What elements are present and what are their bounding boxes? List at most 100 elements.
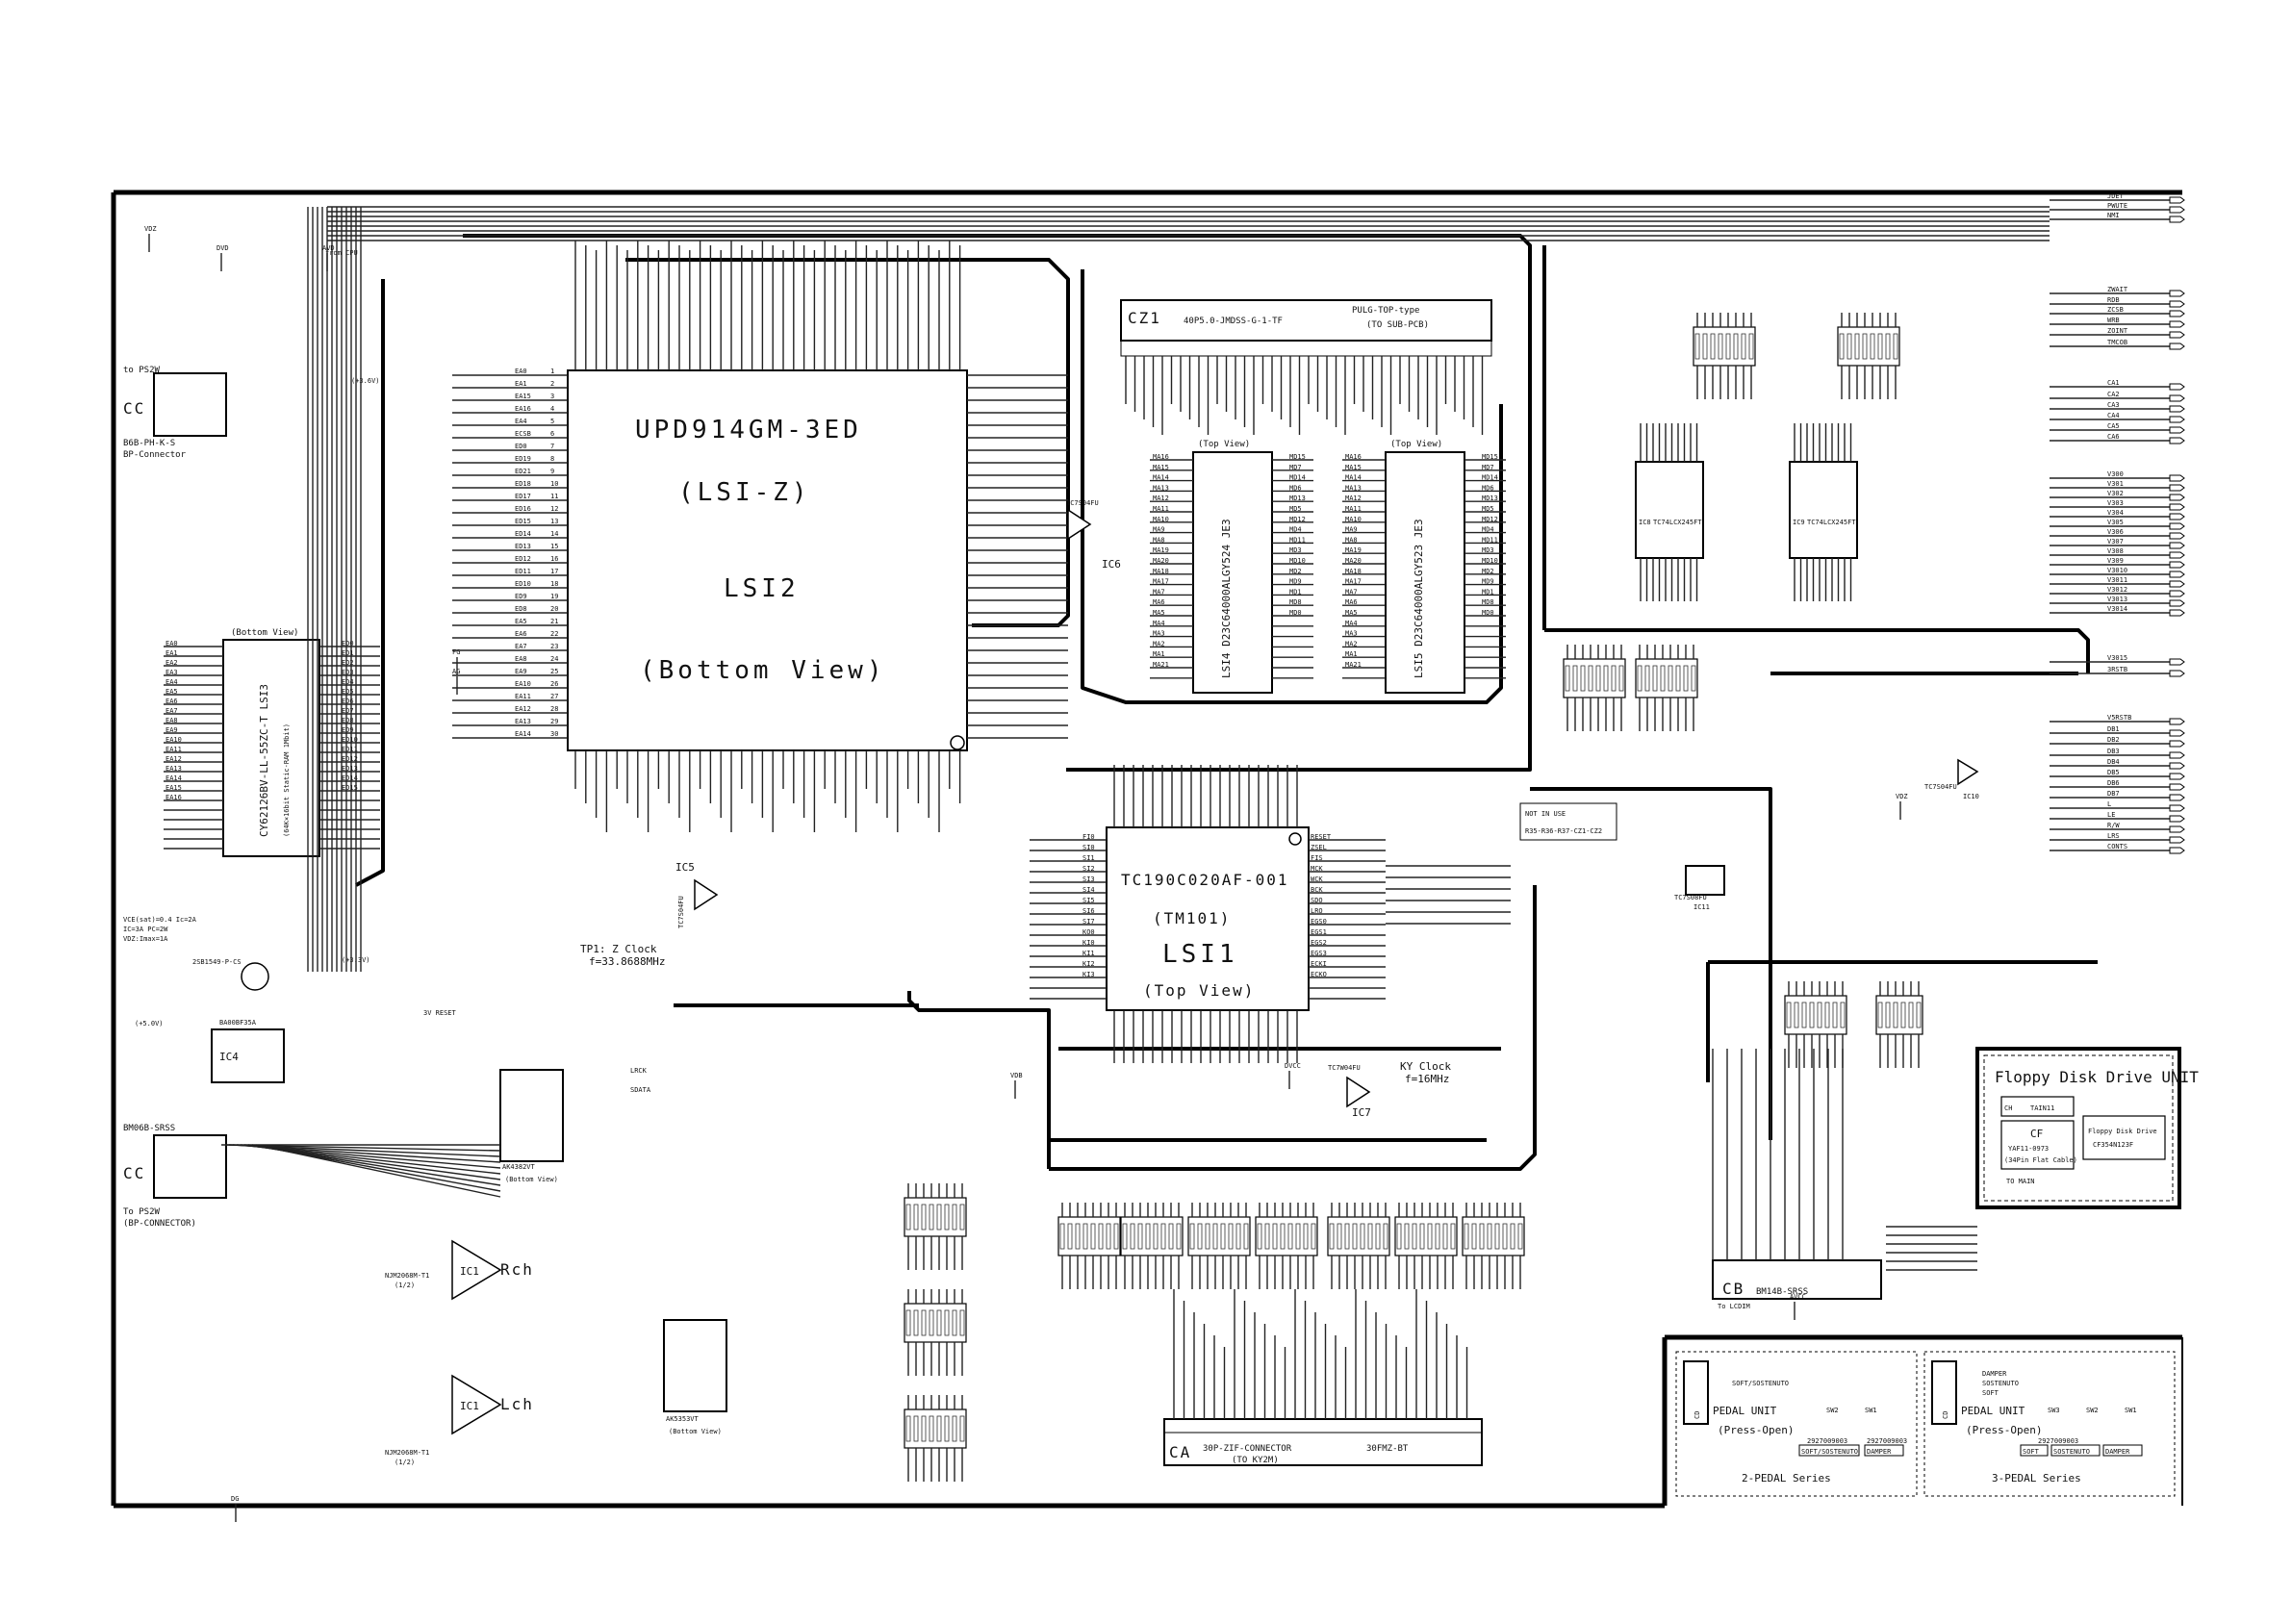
rom-address-signal: MA18 <box>1153 568 1169 575</box>
ic6-part: TC7S04FU <box>1066 499 1099 507</box>
signal-flag <box>2169 484 2185 492</box>
pedal2-softsost: SOFT/SOSTENUTO <box>1732 1380 1789 1387</box>
resistor-element <box>1464 1223 1469 1250</box>
ic5-inverter: IC5 TC7S04FU <box>675 861 719 928</box>
cz1-type: PULG-TOP-type <box>1352 306 1419 316</box>
power-label: VDZ <box>144 225 157 233</box>
resistor-element <box>1900 1002 1906 1028</box>
resistor-element <box>1067 1223 1073 1250</box>
signal-name: LE <box>2107 811 2115 819</box>
rom-data-signal: MD2 <box>1289 568 1302 575</box>
resistor-element <box>1280 1223 1286 1250</box>
lsi3-left-signal: EA2 <box>166 659 178 667</box>
lsi2-part: UPD914GM-3ED <box>635 416 862 444</box>
signal-flag <box>2169 729 2185 737</box>
ic11-name: IC11 <box>1694 903 1710 911</box>
lsi1-left-signal: FI0 <box>1082 833 1095 841</box>
lsi1-left-signal: SI0 <box>1082 844 1095 851</box>
resistor-element <box>1786 1002 1792 1028</box>
resistor-element <box>921 1415 927 1442</box>
lsi3-right-signal: ED11 <box>342 746 358 753</box>
ca-name: CA <box>1169 1443 1191 1461</box>
signal-name: V307 <box>2107 538 2124 546</box>
lsi2-pin-number: 1 <box>550 368 554 375</box>
audio-bus-wire <box>255 1144 501 1198</box>
resistor-array <box>1462 1216 1525 1256</box>
signal-name: V300 <box>2107 470 2124 478</box>
cb-connector: CB BM14B-SRSS To LCDIM <box>1712 1259 1882 1310</box>
lsi2-signal: EA6 <box>515 630 527 638</box>
lsi2-signal: EA11 <box>515 693 531 700</box>
signal-flag <box>2169 773 2185 780</box>
lsi3-left-signal: EA11 <box>166 746 182 753</box>
fdd-drive-part: CF354N123F <box>2093 1141 2133 1149</box>
pedal3-unit: PEDAL UNIT <box>1961 1405 2025 1417</box>
resistor-array <box>1635 658 1698 698</box>
rom-address-signal: MA19 <box>1345 546 1362 554</box>
lsi3-left-signal: EA12 <box>166 755 182 763</box>
resistor-element <box>1794 1002 1799 1028</box>
ca-dest: (TO KY2M) <box>1232 1456 1279 1465</box>
resistor-element <box>1197 1223 1203 1250</box>
lsi2-signal: EA10 <box>515 680 531 688</box>
signal-flag <box>2169 590 2185 597</box>
signal-flag <box>2169 394 2185 402</box>
ic10-part: TC7S04FU <box>1924 783 1957 791</box>
signal-name: V3015 <box>2107 654 2127 662</box>
lsi2-signal: EA1 <box>515 380 527 388</box>
lsi2-signal: ED18 <box>515 480 531 488</box>
ic12-view: (Bottom View) <box>505 1176 558 1183</box>
lsi2-signal: ED13 <box>515 543 531 550</box>
cc-top-note: BP-Connector <box>123 450 187 460</box>
resistor-element <box>929 1415 934 1442</box>
cc-top-part: B6B-PH-K-S <box>123 439 175 448</box>
ic1b-name: IC1 <box>460 1400 479 1412</box>
lsi2-pin-number: 8 <box>550 455 554 463</box>
resistor-element <box>1311 1223 1316 1250</box>
lsi2-pin-number: 23 <box>550 643 558 650</box>
lsi2-pin-number: 22 <box>550 630 558 638</box>
ic1b-part: NJM2068M-T1 <box>385 1449 429 1457</box>
lsi2-signal: EA5 <box>515 618 527 625</box>
resistor-element <box>1090 1223 1096 1250</box>
lsi2-pin-number: 26 <box>550 680 558 688</box>
signal-flag <box>2169 542 2185 549</box>
lsi2-bottom-pins <box>574 750 961 832</box>
lsi3-chip: (Bottom View) CY62126BV-LL-55ZC-T LSI3 (… <box>222 628 320 857</box>
resistor-element <box>905 1309 911 1336</box>
signal-flag <box>2169 836 2185 844</box>
resistor-element <box>936 1204 942 1231</box>
lsi2-pin-number: 28 <box>550 705 558 713</box>
lsi3-left-signal: EA10 <box>166 736 182 744</box>
signal-name: JDET <box>2107 192 2125 200</box>
power-label: AG <box>452 668 460 675</box>
rom-address-signal: MA21 <box>1153 661 1169 669</box>
pedal2-part-b: 2927009003 <box>1867 1437 1907 1445</box>
pedal3-sost-tag: SOSTENUTO <box>2053 1448 2090 1456</box>
resistor-element <box>1595 665 1601 692</box>
lsi1-left-signal: SI5 <box>1082 897 1095 904</box>
resistor-element <box>1295 1223 1301 1250</box>
fdd-unit: Floppy Disk Drive UNIT CH TAIN11 CF YAF1… <box>1975 1047 2199 1209</box>
signal-name: CA3 <box>2107 401 2120 409</box>
cc-bottom-connector: BM06B-SRSS CC To PS2W (BP-CONNECTOR) <box>123 1124 227 1229</box>
signal-flag <box>2169 216 2185 223</box>
lsi3-left-signal: EA16 <box>166 794 182 801</box>
resistor-element <box>1702 333 1708 360</box>
fdd-drive: Floppy Disk Drive <box>2088 1128 2157 1135</box>
resistor-element <box>1611 665 1617 692</box>
resistor-element <box>1603 665 1609 692</box>
resistor-element <box>1272 1223 1278 1250</box>
rom-data-signal: MD15 <box>1482 453 1498 461</box>
signal-flag <box>2169 522 2185 530</box>
signal-name: V3013 <box>2107 596 2127 603</box>
resistor-element <box>1801 1002 1807 1028</box>
resistor-element <box>1862 333 1868 360</box>
signal-flag <box>2169 794 2185 801</box>
rom-address-signal: MA10 <box>1345 516 1362 523</box>
tp1-label: TP1: Z Clock <box>580 943 657 955</box>
